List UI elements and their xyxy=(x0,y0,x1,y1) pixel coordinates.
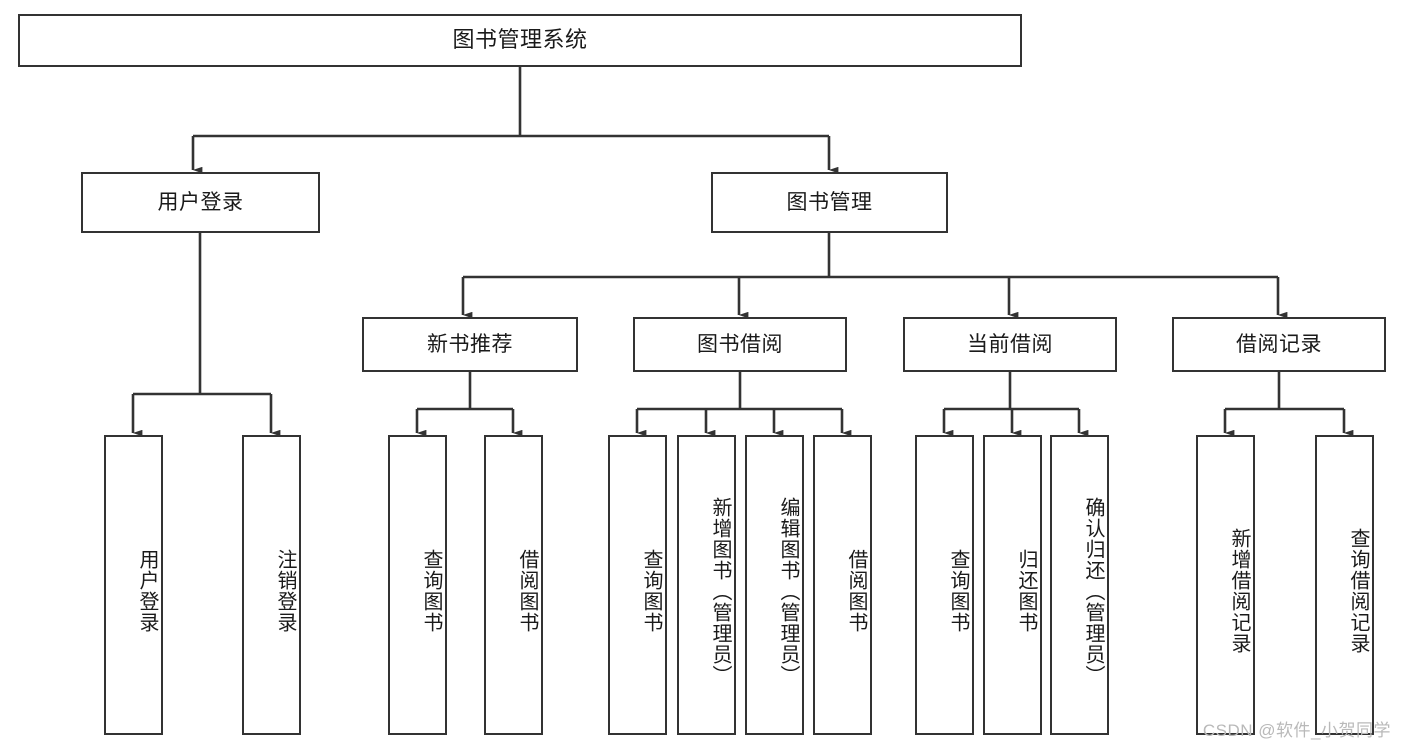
node-leaf-query-borrow-record-label: 查询借阅记录 xyxy=(1347,528,1369,654)
node-leaf-query-book-1-label: 查询图书 xyxy=(420,549,442,633)
node-new-book-recommend[interactable]: 新书推荐 xyxy=(362,317,578,372)
node-leaf-borrow-book-1[interactable]: 借阅图书 xyxy=(484,435,543,735)
node-leaf-confirm-return[interactable]: 确认归还（管理员） xyxy=(1050,435,1109,735)
node-leaf-borrow-book-1-label: 借阅图书 xyxy=(516,549,538,633)
node-root-system-label: 图书管理系统 xyxy=(452,27,588,53)
node-book-borrow-label: 图书借阅 xyxy=(697,332,783,356)
watermark-text: CSDN @软件_小贺同学 xyxy=(1202,721,1391,740)
node-leaf-add-book[interactable]: 新增图书（管理员） xyxy=(677,435,736,735)
node-leaf-add-borrow-record[interactable]: 新增借阅记录 xyxy=(1196,435,1255,735)
node-leaf-query-book-2-label: 查询图书 xyxy=(640,549,662,633)
node-borrow-record-label: 借阅记录 xyxy=(1236,332,1322,356)
node-leaf-query-book-1[interactable]: 查询图书 xyxy=(388,435,447,735)
node-user-login-label: 用户登录 xyxy=(157,190,244,214)
node-leaf-query-book-3-label: 查询图书 xyxy=(947,549,969,633)
node-leaf-user-logout[interactable]: 注销登录 xyxy=(242,435,301,735)
node-leaf-edit-book-label: 编辑图书（管理员） xyxy=(777,496,799,686)
node-current-borrow[interactable]: 当前借阅 xyxy=(903,317,1117,372)
connector-group xyxy=(131,67,1354,437)
node-leaf-query-borrow-record[interactable]: 查询借阅记录 xyxy=(1315,435,1374,735)
node-leaf-user-login[interactable]: 用户登录 xyxy=(104,435,163,735)
node-leaf-add-book-label: 新增图书（管理员） xyxy=(709,496,731,686)
node-borrow-record[interactable]: 借阅记录 xyxy=(1172,317,1386,372)
node-leaf-edit-book[interactable]: 编辑图书（管理员） xyxy=(745,435,804,735)
node-book-borrow[interactable]: 图书借阅 xyxy=(633,317,847,372)
node-leaf-add-borrow-record-label: 新增借阅记录 xyxy=(1228,528,1250,654)
node-leaf-borrow-book-2-label: 借阅图书 xyxy=(845,549,867,633)
node-leaf-return-book-label: 归还图书 xyxy=(1015,549,1037,633)
node-leaf-query-book-3[interactable]: 查询图书 xyxy=(915,435,974,735)
node-book-manage[interactable]: 图书管理 xyxy=(711,172,948,233)
node-book-manage-label: 图书管理 xyxy=(786,190,873,214)
node-leaf-return-book[interactable]: 归还图书 xyxy=(983,435,1042,735)
node-leaf-query-book-2[interactable]: 查询图书 xyxy=(608,435,667,735)
node-root-system[interactable]: 图书管理系统 xyxy=(18,14,1022,67)
node-leaf-user-logout-label: 注销登录 xyxy=(274,549,296,633)
node-new-book-recommend-label: 新书推荐 xyxy=(427,332,513,356)
node-leaf-user-login-label: 用户登录 xyxy=(136,549,158,633)
node-leaf-borrow-book-2[interactable]: 借阅图书 xyxy=(813,435,872,735)
node-leaf-confirm-return-label: 确认归还（管理员） xyxy=(1082,496,1104,686)
node-current-borrow-label: 当前借阅 xyxy=(967,332,1053,356)
node-user-login[interactable]: 用户登录 xyxy=(81,172,320,233)
